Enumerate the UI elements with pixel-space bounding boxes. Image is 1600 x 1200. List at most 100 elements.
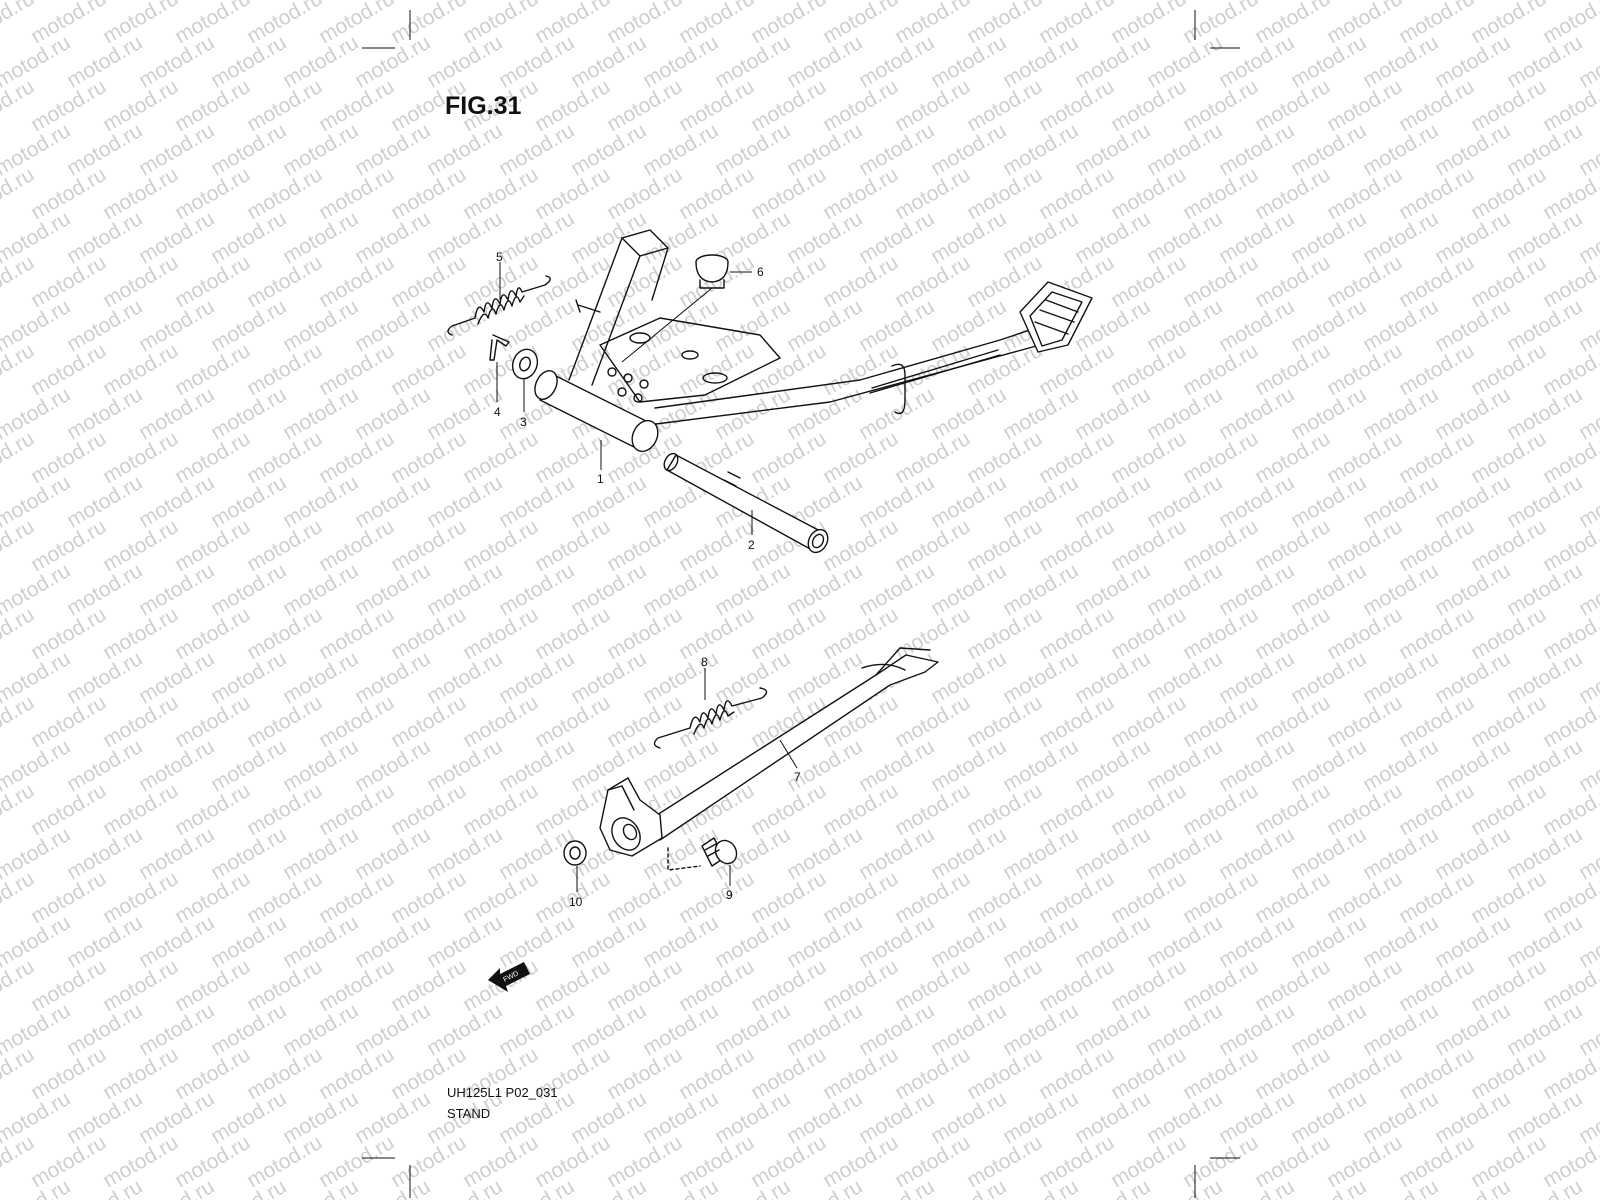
watermark-text: motod.ru [1071, 119, 1154, 180]
watermark-text: motod.ru [423, 647, 506, 708]
watermark-text: motod.ru [1431, 999, 1514, 1060]
watermark-text: motod.ru [1035, 603, 1118, 664]
watermark-text: motod.ru [675, 75, 758, 136]
figure-code: UH125L1 P02_031 [447, 1085, 558, 1100]
watermark-text: motod.ru [603, 603, 686, 664]
watermark-text: motod.ru [99, 0, 182, 48]
watermark-text: motod.ru [279, 735, 362, 796]
watermark-text: motod.ru [1359, 911, 1442, 972]
watermark-text: motod.ru [567, 1087, 650, 1148]
watermark-text: motod.ru [1251, 0, 1334, 48]
fwd-arrow: FWD [488, 962, 530, 992]
watermark-text: motod.ru [1035, 515, 1118, 576]
nut [563, 840, 587, 866]
watermark-text: motod.ru [603, 0, 686, 48]
watermark-text: motod.ru [207, 295, 290, 356]
watermark-text: motod.ru [1323, 0, 1406, 48]
watermark-text: motod.ru [783, 999, 866, 1060]
watermark-text: motod.ru [999, 119, 1082, 180]
watermark-text: motod.ru [99, 779, 182, 840]
watermark-text: motod.ru [207, 999, 290, 1060]
watermark-text: motod.ru [747, 779, 830, 840]
watermark-text: motod.ru [387, 1131, 470, 1192]
watermark-text: motod.ru [1395, 515, 1478, 576]
watermark-text: motod.ru [135, 119, 218, 180]
watermark-text: motod.ru [207, 647, 290, 708]
watermark-text: motod.ru [711, 999, 794, 1060]
watermark-text: motod.ru [243, 691, 326, 752]
watermark-text: motod.ru [171, 779, 254, 840]
main-stand-spring [447, 275, 551, 336]
watermark-text: motod.ru [675, 339, 758, 400]
watermark-text: motod.ru [711, 559, 794, 620]
watermark-text: motod.ru [603, 1131, 686, 1192]
watermark-text: motod.ru [1107, 867, 1190, 928]
watermark-text: motod.ru [999, 735, 1082, 796]
watermark-text: motod.ru [135, 471, 218, 532]
watermark-text: motod.ru [567, 647, 650, 708]
watermark-text: motod.ru [99, 75, 182, 136]
watermark-text: motod.ru [855, 207, 938, 268]
watermark-text: motod.ru [963, 427, 1046, 488]
watermark-text: motod.ru [351, 647, 434, 708]
watermark-text: motod.ru [351, 471, 434, 532]
watermark-text: motod.ru [1251, 779, 1334, 840]
watermark-text: motod.ru [1431, 647, 1514, 708]
watermark-text: motod.ru [207, 735, 290, 796]
watermark-text: motod.ru [243, 427, 326, 488]
watermark-text: motod.ru [243, 603, 326, 664]
watermark-text: motod.ru [1107, 779, 1190, 840]
watermark-text: motod.ru [1107, 1043, 1190, 1104]
watermark-text: motod.ru [927, 383, 1010, 444]
watermark-text: motod.ru [1323, 427, 1406, 488]
watermark-text: motod.ru [1395, 251, 1478, 312]
watermark-text: motod.ru [1359, 647, 1442, 708]
watermark-text: motod.ru [963, 955, 1046, 1016]
pivot-bolt [701, 837, 738, 867]
callout-2: 2 [748, 538, 755, 552]
watermark-text: motod.ru [603, 515, 686, 576]
watermark-text: motod.ru [675, 0, 758, 48]
watermark-text: motod.ru [783, 31, 866, 92]
watermark-text: motod.ru [567, 295, 650, 356]
watermark-text: motod.ru [1395, 0, 1478, 48]
watermark-text: motod.ru [1503, 823, 1586, 884]
watermark-text: motod.ru [891, 251, 974, 312]
watermark-text: motod.ru [99, 251, 182, 312]
watermark-text: motod.ru [531, 251, 614, 312]
watermark-text: motod.ru [747, 603, 830, 664]
watermark-text: motod.ru [1395, 427, 1478, 488]
watermark-text: motod.ru [783, 119, 866, 180]
watermark-text: motod.ru [1215, 295, 1298, 356]
watermark-text: motod.ru [1179, 251, 1262, 312]
watermark-text: motod.ru [315, 75, 398, 136]
watermark-text: motod.ru [1251, 427, 1334, 488]
watermark-text: motod.ru [999, 647, 1082, 708]
watermark-text: motod.ru [567, 119, 650, 180]
watermark-text: motod.ru [423, 471, 506, 532]
watermark-text: motod.ru [315, 339, 398, 400]
watermark-text: motod.ru [1287, 119, 1370, 180]
watermark-text: motod.ru [243, 515, 326, 576]
watermark-text: motod.ru [1467, 779, 1550, 840]
watermark-text: motod.ru [1359, 559, 1442, 620]
watermark-text: motod.ru [783, 383, 866, 444]
watermark-text: motod.ru [63, 911, 146, 972]
watermark-text: motod.ru [855, 735, 938, 796]
watermark-text: motod.ru [207, 383, 290, 444]
watermark-text: motod.ru [711, 1087, 794, 1148]
watermark-text: motod.ru [1287, 647, 1370, 708]
watermark-text: motod.ru [1107, 955, 1190, 1016]
watermark-text: motod.ru [819, 75, 902, 136]
watermark-text: motod.ru [387, 779, 470, 840]
watermark-text: motod.ru [747, 427, 830, 488]
watermark-text: motod.ru [747, 163, 830, 224]
watermark-text: motod.ru [315, 1131, 398, 1192]
watermark-text: motod.ru [1503, 647, 1586, 708]
watermark-text: motod.ru [459, 867, 542, 928]
watermark-text: motod.ru [135, 735, 218, 796]
watermark-text: motod.ru [351, 295, 434, 356]
watermark-text: motod.ru [711, 911, 794, 972]
watermark-text: motod.ru [423, 911, 506, 972]
watermark-text: motod.ru [495, 559, 578, 620]
